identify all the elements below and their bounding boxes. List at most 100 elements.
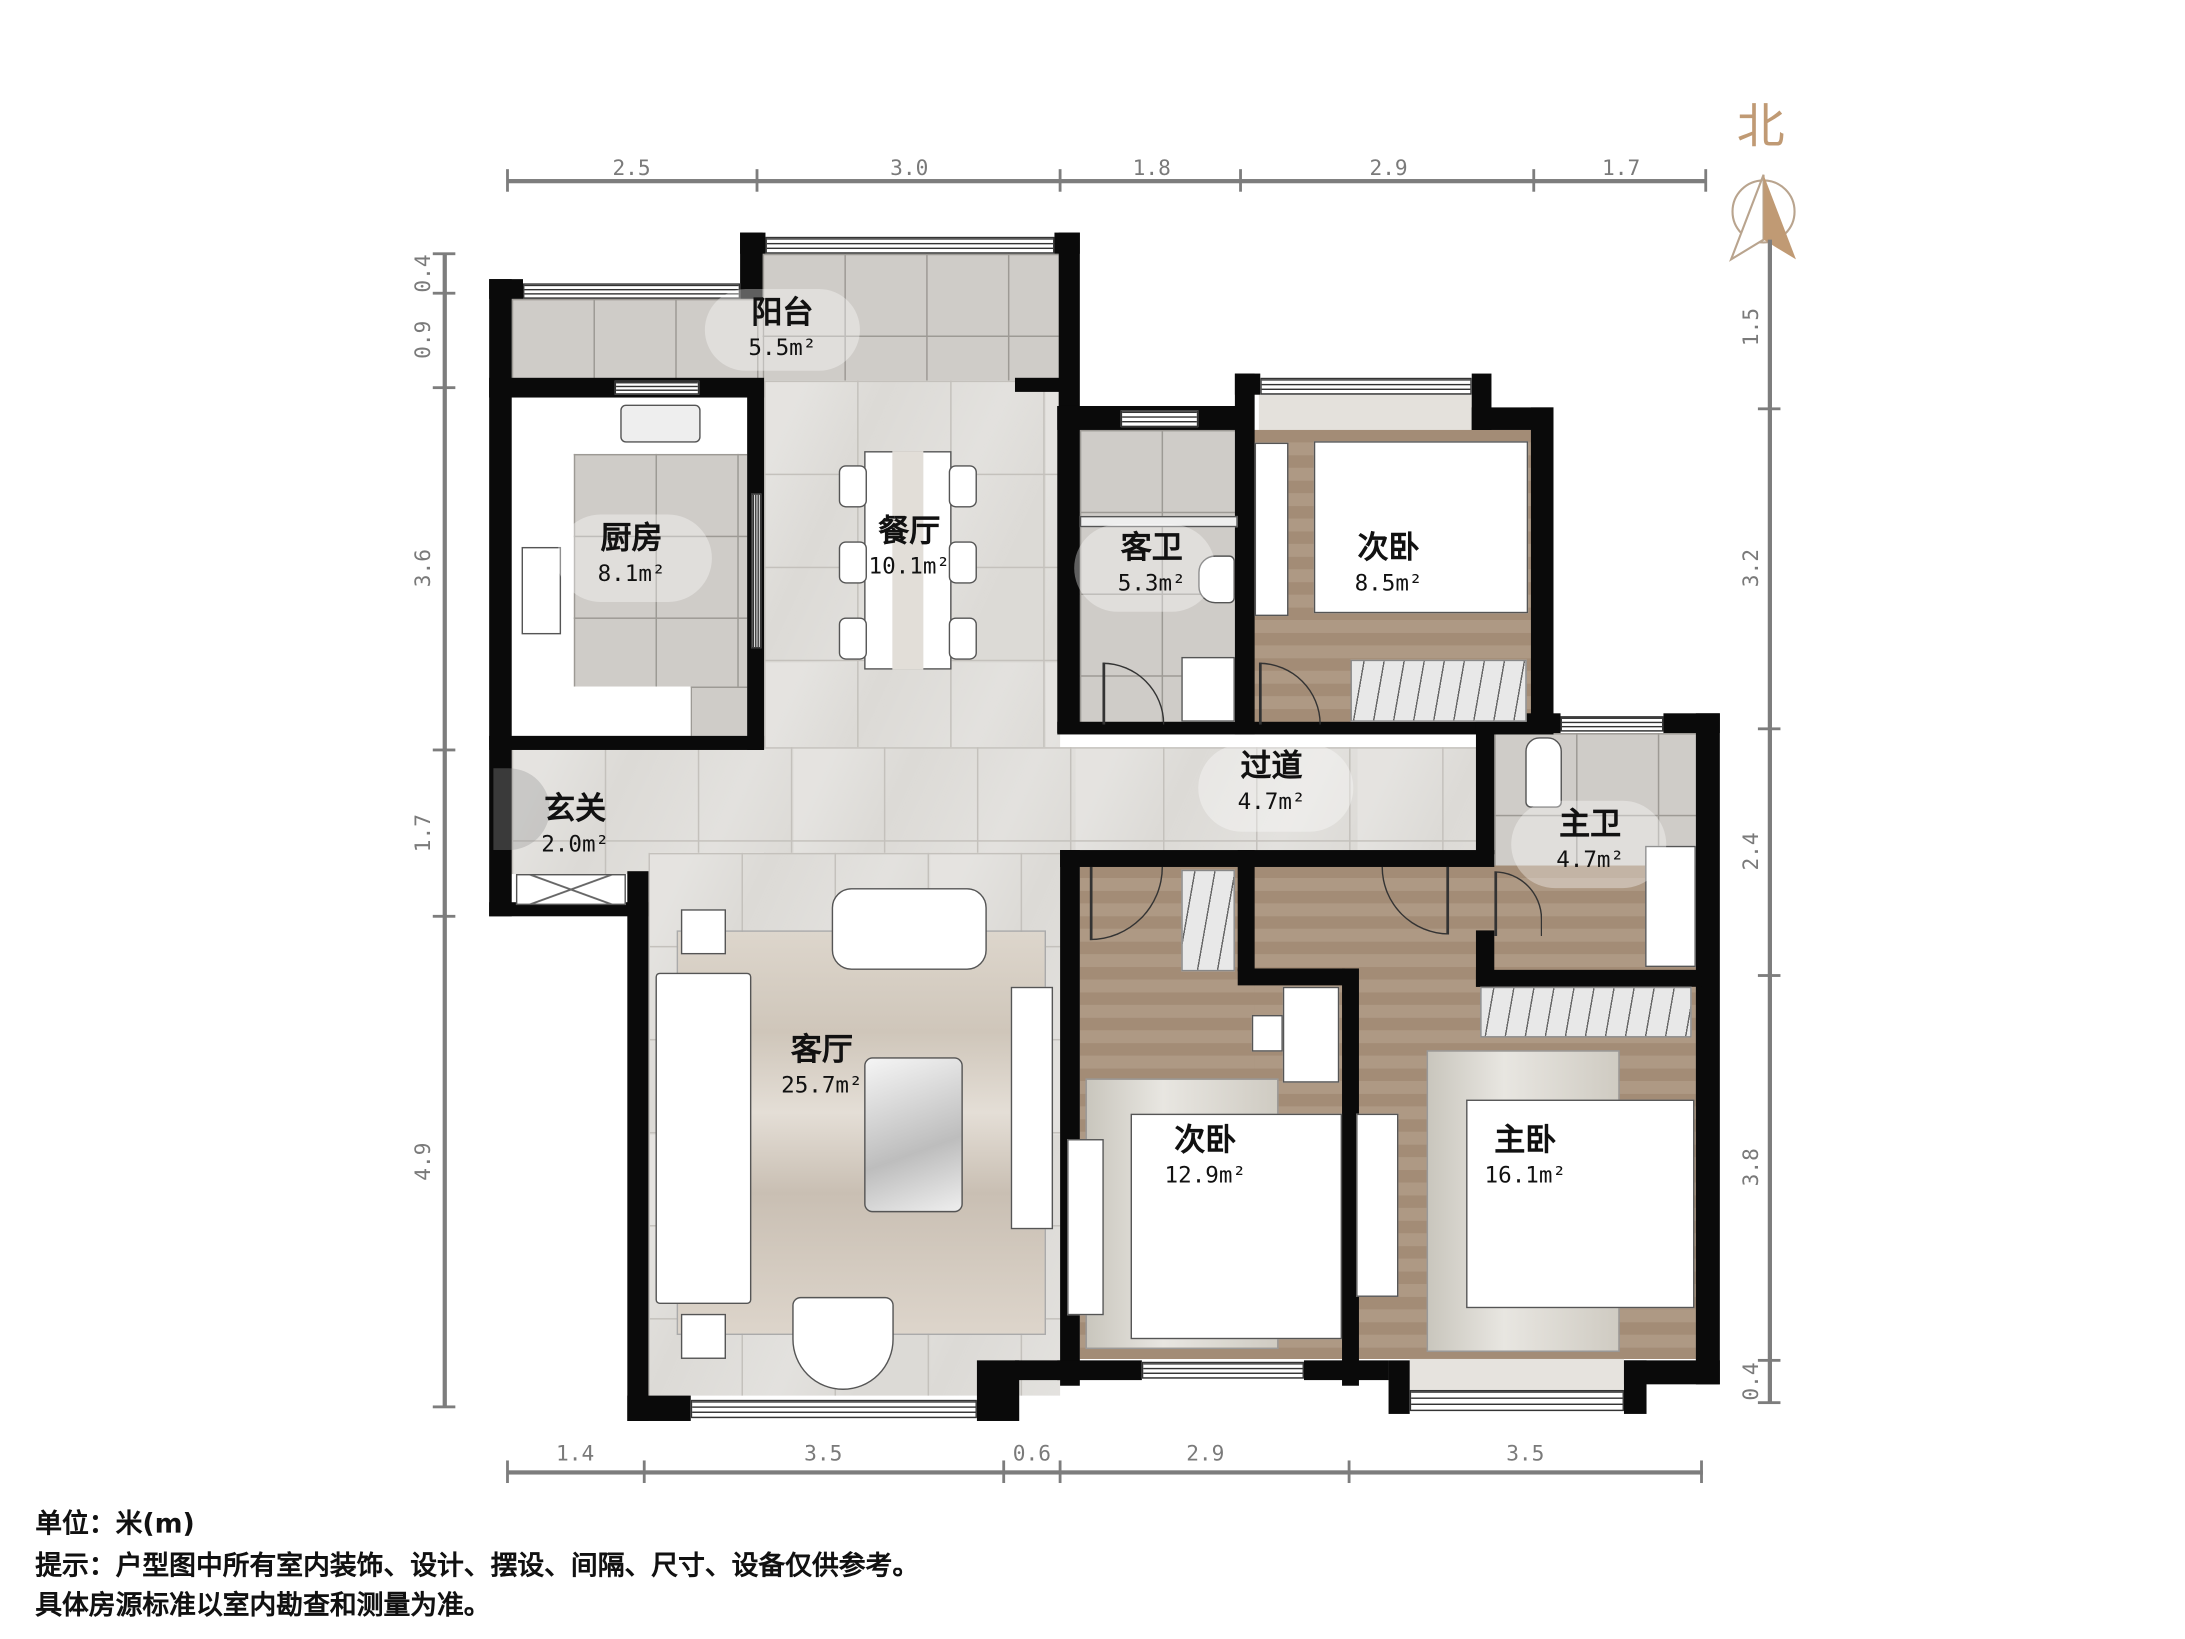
dim-top-3: 1.8 <box>1132 155 1171 181</box>
window-living <box>690 1399 977 1419</box>
wardrobe <box>1350 659 1527 722</box>
window-kitchen <box>614 380 700 395</box>
dining-chair <box>948 465 977 508</box>
room-area: 2.0m² <box>541 830 610 858</box>
dim-bottom-5: 3.5 <box>1506 1440 1545 1467</box>
room-name: 过道 <box>1240 749 1303 786</box>
armchair <box>792 1296 894 1390</box>
shoe-cabinet <box>515 874 626 906</box>
side-table <box>680 1313 726 1359</box>
dim-top-1: 2.5 <box>612 155 651 181</box>
room-area: 8.5m² <box>1354 569 1423 597</box>
room-name: 次卧 <box>1174 1123 1237 1159</box>
room-name: 厨房 <box>600 521 663 557</box>
dim-left-4: 1.7 <box>410 814 436 853</box>
tv-cabinet <box>1067 1139 1104 1316</box>
washbasin-icon <box>1645 845 1696 968</box>
dim-bottom-1: 1.4 <box>556 1440 595 1467</box>
bedroom-small-bay <box>1258 394 1474 430</box>
room-kitchen: 厨房 8.1m² <box>598 522 666 590</box>
room-area: 5.3m² <box>1117 569 1186 597</box>
kitchen-sink-icon <box>620 404 701 443</box>
wardrobe-tv <box>1254 442 1289 617</box>
north-arrow-icon <box>1729 174 1796 262</box>
sofa-long <box>655 972 752 1304</box>
sofa-seat <box>831 888 987 970</box>
room-balcony: 阳台 5.5m² <box>748 296 816 364</box>
dim-bottom-4: 2.9 <box>1186 1440 1225 1467</box>
dim-left-3: 3.6 <box>410 549 436 588</box>
washbasin-icon <box>1181 656 1235 722</box>
room-name: 客厅 <box>790 1033 853 1069</box>
desk <box>1282 986 1340 1083</box>
dim-right-5: 0.4 <box>1738 1362 1764 1401</box>
stove-icon <box>521 546 562 635</box>
table-runner <box>892 451 924 670</box>
room-entry: 玄关 2.0m² <box>541 792 609 860</box>
window-master-bedroom <box>1409 1389 1624 1412</box>
room-name: 客卫 <box>1120 531 1183 567</box>
dim-top-2: 3.0 <box>890 155 929 181</box>
dining-chair <box>948 541 977 584</box>
room-area: 16.1m² <box>1484 1161 1567 1189</box>
wardrobe <box>1181 869 1235 972</box>
bed <box>1130 1113 1343 1340</box>
dim-bottom-2: 3.5 <box>804 1440 843 1467</box>
dim-right-3: 2.4 <box>1738 832 1764 871</box>
room-name: 餐厅 <box>878 514 941 550</box>
room-guest-bath: 客卫 5.3m² <box>1118 531 1186 599</box>
window-bedroom-small <box>1260 377 1472 395</box>
dim-bottom-3: 0.6 <box>1012 1440 1051 1467</box>
room-name: 玄关 <box>544 792 607 828</box>
balcony-floor <box>511 298 763 381</box>
compass: 北 <box>1723 99 1808 282</box>
bed <box>1466 1099 1695 1309</box>
window-bedroom-second <box>1141 1361 1304 1379</box>
dim-right-1: 1.5 <box>1738 307 1764 347</box>
dim-top-5: 1.7 <box>1602 155 1641 181</box>
room-bedroom-second: 次卧 12.9m² <box>1165 1124 1246 1192</box>
room-living: 客厅 25.7m² <box>781 1033 862 1101</box>
coffee-table <box>864 1057 963 1213</box>
room-master-bedroom: 主卧 16.1m² <box>1485 1124 1566 1192</box>
survey-note: 具体房源标准以室内勘查和测量为准。 <box>35 1590 491 1622</box>
room-corridor: 过道 4.7m² <box>1238 750 1306 818</box>
wardrobe <box>1480 986 1692 1038</box>
compass-north-label: 北 <box>1736 98 1785 156</box>
dim-left-5: 4.9 <box>410 1142 436 1181</box>
room-area: 10.1m² <box>868 552 950 580</box>
dim-left-2: 0.9 <box>410 320 436 359</box>
desk-chair <box>1251 1014 1283 1052</box>
room-area: 25.7m² <box>781 1071 863 1099</box>
room-dining: 餐厅 10.1m² <box>869 515 950 583</box>
window-kitchen-dining <box>751 493 762 649</box>
room-name: 阳台 <box>751 296 814 332</box>
dim-right-2: 3.2 <box>1738 549 1764 588</box>
kitchen-tile-low <box>690 686 748 736</box>
window-balcony-right <box>765 236 1055 254</box>
room-area: 5.5m² <box>748 334 817 361</box>
bed <box>1313 441 1529 614</box>
room-name: 主卧 <box>1494 1123 1557 1159</box>
dining-chair <box>838 541 867 584</box>
side-table <box>680 909 726 955</box>
disclaimer-note: 提示：户型图中所有室内装饰、设计、摆设、间隔、尺寸、设备仅供参考。 <box>35 1550 920 1582</box>
room-area: 12.9m² <box>1164 1161 1247 1189</box>
corridor-floor <box>511 747 1481 853</box>
room-name: 主卫 <box>1559 807 1622 844</box>
window-master-bath <box>1560 716 1664 732</box>
room-area: 8.1m² <box>597 559 666 587</box>
dim-top-4: 2.9 <box>1369 155 1408 181</box>
room-name: 次卧 <box>1357 531 1420 567</box>
dim-left-1: 0.4 <box>410 254 436 293</box>
shower-divider <box>1079 515 1238 528</box>
toilet-icon <box>1198 555 1235 604</box>
room-master-bath: 主卫 4.7m² <box>1556 808 1624 876</box>
room-bedroom-small: 次卧 8.5m² <box>1355 531 1423 599</box>
dining-chair <box>948 617 977 660</box>
tv-cabinet <box>1356 1113 1399 1297</box>
room-area: 4.7m² <box>1237 788 1306 815</box>
entry-floor <box>511 747 649 875</box>
room-area: 4.7m² <box>1556 845 1625 873</box>
